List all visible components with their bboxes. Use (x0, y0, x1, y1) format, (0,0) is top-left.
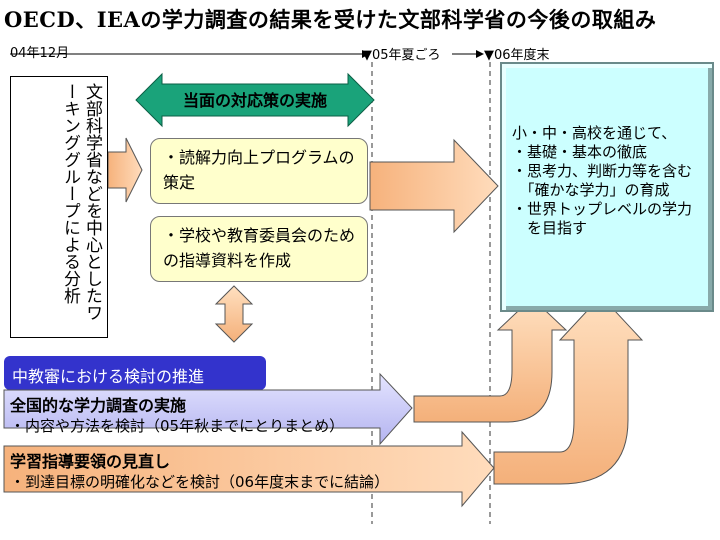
working-group-arrow (107, 137, 143, 203)
timeline-start-label: 04年12月 (10, 46, 70, 61)
survey-to-goal-arrow (413, 297, 568, 423)
guideline-arrow-shape (3, 430, 495, 508)
measure-2-text: ・学校や教育委員会のための指導資料を作成 (163, 226, 356, 270)
council-header-bg (4, 356, 266, 390)
timeline-end-label: ▼06年度末 (484, 48, 550, 63)
current-measures-label: 当面の対応策の実施 (182, 91, 327, 110)
survey-arrow-shape (3, 372, 413, 446)
timeline-mid-label: ▼05年夏ごろ (362, 48, 441, 63)
goal-line: ・思考力、判断力等を含む (512, 162, 693, 180)
measures-to-goal-arrow (369, 138, 499, 234)
goal-line: ・基礎・基本の徹底 (512, 143, 648, 161)
goal-line: を目指す (512, 219, 588, 237)
measure-box-1: ・読解力向上プログラムの策定 (150, 138, 368, 204)
current-measures-arrow (135, 72, 375, 128)
guideline-to-goal-arrow (493, 295, 644, 485)
working-group-box: 文部科学省などを中心としたワーキンググループによる分析 (10, 76, 108, 338)
goal-box: 小・中・高校を通じて、 ・基礎・基本の徹底 ・思考力、判断力等を含む 「確かな学… (500, 62, 714, 312)
measure-box-2: ・学校や教育委員会のための指導資料を作成 (150, 216, 368, 282)
goal-line: 小・中・高校を通じて、 (512, 124, 677, 142)
goal-text: 小・中・高校を通じて、 ・基礎・基本の徹底 ・思考力、判断力等を含む 「確かな学… (512, 124, 692, 238)
timeline-arrow-head-1 (362, 50, 370, 58)
timeline-arrow-head-2 (476, 50, 484, 58)
goal-line: 「確かな学力」の育成 (512, 181, 670, 199)
goal-line: ・世界トップレベルの学力 (512, 200, 693, 218)
council-label: 中教審における検討の推進 (12, 367, 205, 386)
survey-detail: ・内容や方法を検討（05年秋までにとりまとめ） (10, 417, 345, 435)
working-group-text: 文部科学省などを中心としたワーキンググループによる分析 (60, 83, 102, 321)
survey-heading: 全国的な学力調査の実施 (10, 396, 187, 415)
page-title: OECD、IEAの学力調査の結果を受けた文部科学省の今後の取組み (4, 7, 657, 32)
vertical-link-arrow (214, 285, 254, 343)
guideline-arrow: 学習指導要領の見直し ・到達目標の明確化などを検討（06年度末までに結論） (10, 452, 389, 492)
guideline-detail: ・到達目標の明確化などを検討（06年度末までに結論） (10, 473, 390, 491)
guideline-heading: 学習指導要領の見直し (10, 452, 171, 471)
measure-1-text: ・読解力向上プログラムの策定 (163, 148, 355, 192)
survey-arrow: 全国的な学力調査の実施 ・内容や方法を検討（05年秋までにとりまとめ） (10, 396, 344, 436)
